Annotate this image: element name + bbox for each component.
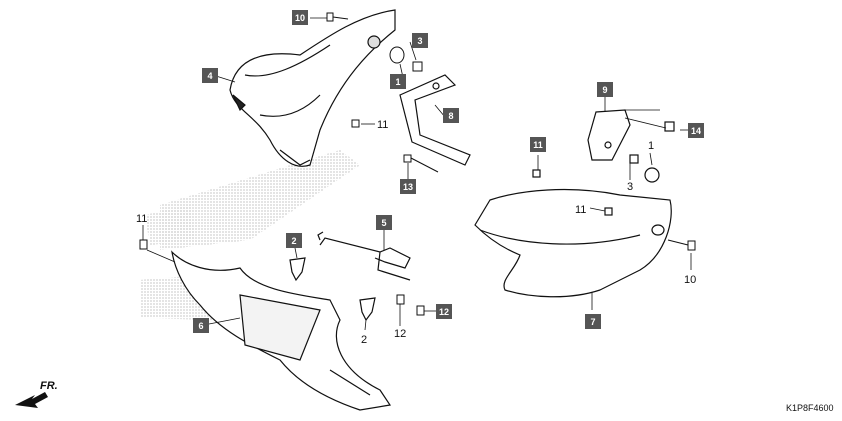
callout-box-3: 3 — [412, 33, 428, 48]
svg-text:10: 10 — [295, 13, 305, 23]
front-label: FR. — [40, 380, 58, 392]
stay-bracket-8 — [399, 74, 471, 166]
callout-box-12: 12 — [436, 304, 452, 319]
svg-text:12: 12 — [439, 307, 449, 317]
svg-text:8: 8 — [448, 111, 453, 121]
svg-text:11: 11 — [533, 140, 543, 150]
callout-box-11: 11 — [530, 137, 546, 152]
callout-box-9: 9 — [597, 82, 613, 97]
callout-num-11c: 11 — [136, 213, 147, 225]
svg-text:5: 5 — [381, 218, 386, 228]
callout-num-12: 12 — [394, 328, 406, 340]
callout-num-11b: 11 — [575, 204, 586, 216]
bolts-upper — [351, 119, 439, 173]
svg-text:9: 9 — [602, 85, 607, 95]
callout-num-1: 1 — [648, 140, 654, 152]
svg-text:14: 14 — [691, 126, 701, 136]
svg-text:3: 3 — [417, 36, 422, 46]
bolts-12 — [396, 294, 425, 316]
upper-side-cover — [229, 9, 396, 167]
stay-5 — [317, 231, 411, 281]
clips-2 — [289, 257, 376, 322]
screw-10-right — [667, 239, 696, 251]
under-cover-6 — [171, 250, 392, 411]
callout-box-7: 7 — [585, 314, 601, 329]
svg-text:6: 6 — [198, 321, 203, 331]
callout-box-14: 14 — [688, 123, 704, 138]
svg-text:4: 4 — [207, 71, 212, 81]
callout-box-4: 4 — [202, 68, 218, 83]
diagram-code: K1P8F4600 — [786, 403, 834, 413]
side-cover-7 — [474, 169, 672, 298]
leader-lines — [142, 17, 692, 331]
callout-box-2: 2 — [286, 233, 302, 248]
screw-10-top — [326, 12, 349, 22]
callout-num-11a: 11 — [377, 119, 388, 131]
bracket-9 — [587, 109, 675, 183]
callout-num-3: 3 — [627, 181, 633, 193]
callout-box-8: 8 — [443, 108, 459, 123]
svg-text:7: 7 — [590, 317, 595, 327]
callout-numbers: 11 1 3 11 10 11 2 12 — [136, 119, 696, 346]
callout-box-6: 6 — [193, 318, 209, 333]
callout-num-10: 10 — [684, 274, 696, 286]
callout-box-10: 10 — [292, 10, 308, 25]
grommet-top — [389, 46, 423, 72]
front-arrow: FR. — [15, 380, 58, 408]
svg-text:1: 1 — [395, 77, 400, 87]
callout-box-1: 1 — [390, 74, 406, 89]
callout-num-2: 2 — [361, 334, 367, 346]
callout-boxes: 10 4 3 1 8 13 9 14 11 7 2 5 6 12 — [193, 10, 704, 333]
callout-box-13: 13 — [400, 179, 416, 194]
bolt-11-left — [139, 239, 148, 250]
callout-box-5: 5 — [376, 215, 392, 230]
svg-text:13: 13 — [403, 182, 413, 192]
svg-text:2: 2 — [291, 236, 296, 246]
